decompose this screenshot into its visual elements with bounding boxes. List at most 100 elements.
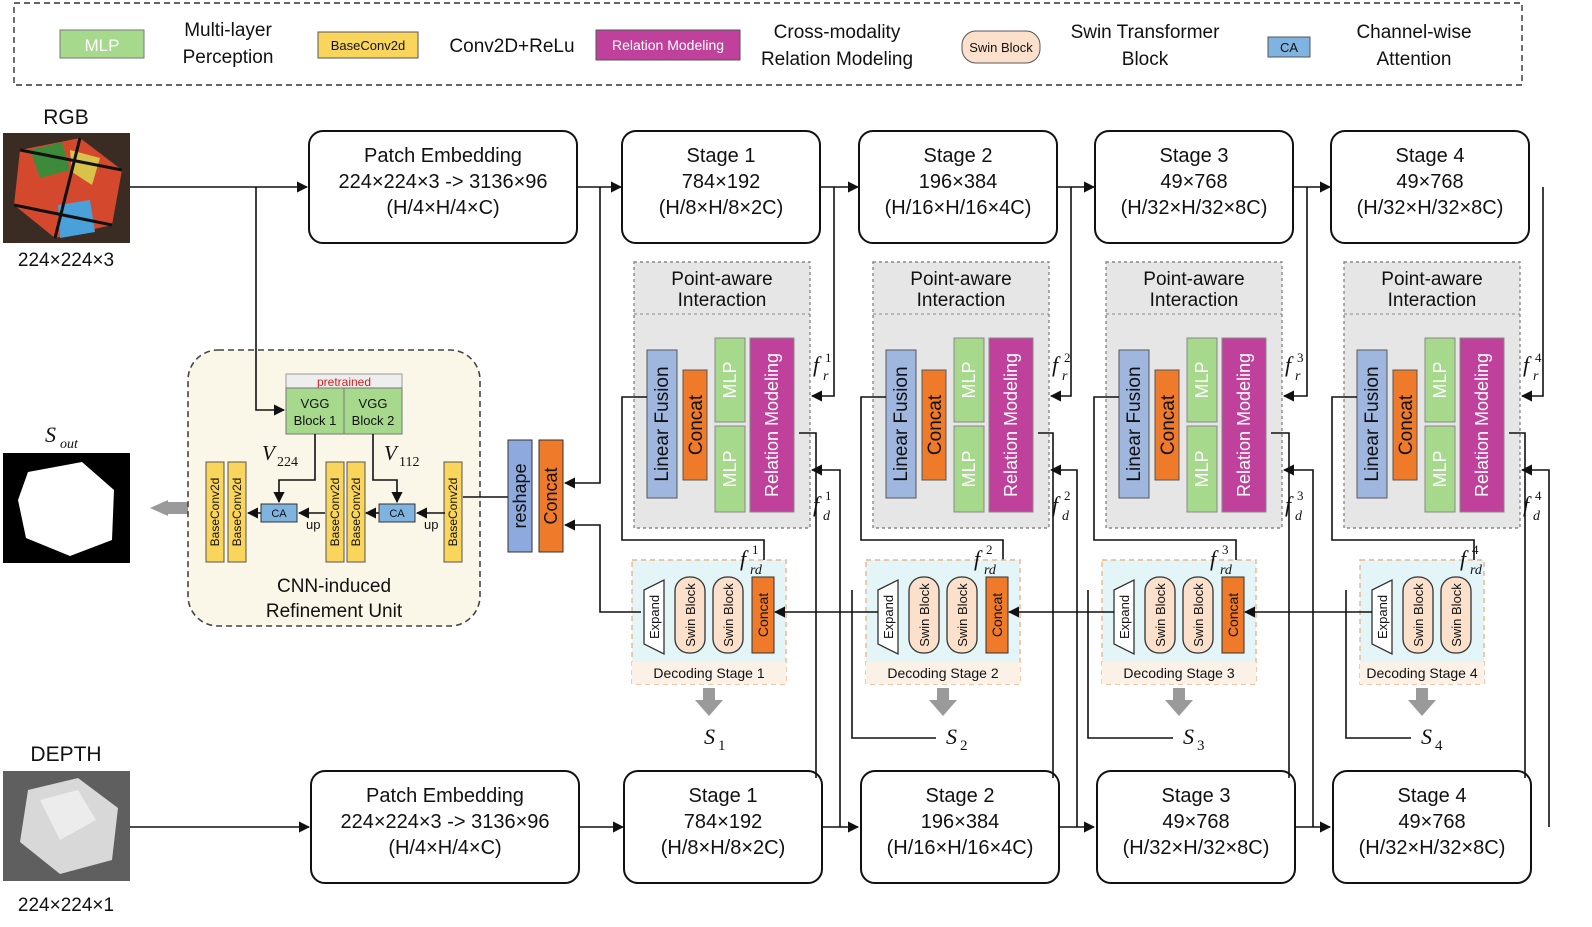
pai-title-1: Point-aware	[910, 269, 1011, 290]
legend-baseconv-desc: Conv2D+ReLu	[449, 36, 574, 57]
vgg2-line2: Block 2	[352, 413, 395, 428]
f-r-subscript: r	[1062, 369, 1068, 384]
depth-feature-wire	[1049, 464, 1078, 827]
pai-concat-block	[1154, 369, 1180, 481]
baseconv-label: BaseConv2d	[230, 478, 244, 547]
decoding-caption: Decoding Stage 4	[1366, 665, 1478, 681]
output-arrow-shaft	[1416, 688, 1428, 700]
mlp-block-2	[714, 425, 746, 513]
swin-block-2	[712, 576, 744, 654]
output-arrow-head	[1165, 700, 1193, 716]
mlp-block-2	[953, 425, 985, 513]
depth-stage-2-line-3: (H/16×H/16×4C)	[887, 837, 1034, 859]
f-r-symbol: f	[1052, 352, 1061, 377]
depth-stage-3-line-2: 49×768	[1162, 811, 1229, 833]
relation-out-wire	[1271, 432, 1290, 778]
megaminx-edges	[13, 137, 123, 239]
rgb-stage-2-line-1: Stage 2	[924, 145, 993, 167]
mlp-block-2	[1186, 425, 1218, 513]
relation-modeling-label: Relation Modeling	[1234, 353, 1254, 497]
legend-relation-desc-2: Relation Modeling	[761, 49, 913, 70]
v112-label: V	[384, 441, 399, 465]
s-wire	[1345, 590, 1411, 739]
decoding-caption: Decoding Stage 2	[887, 665, 999, 681]
legend-baseconv-key: BaseConv2d	[331, 38, 405, 53]
mlp-label-1: MLP	[720, 361, 740, 398]
up-label-1: up	[306, 517, 320, 532]
pai-concat-label: Concat	[686, 394, 707, 455]
output-arrow	[150, 500, 168, 516]
rgb-stage-4	[1330, 130, 1530, 244]
f-rd-level: 4	[1472, 542, 1479, 557]
baseconv-label: BaseConv2d	[349, 478, 363, 547]
rgb-patch-line-1: Patch Embedding	[364, 145, 522, 167]
pretrained-label: pretrained	[317, 375, 371, 389]
depth-stage-1-line-3: (H/8×H/8×2C)	[661, 837, 786, 859]
legend-ca-swatch	[1267, 36, 1311, 58]
s-symbol: S	[704, 724, 715, 749]
f-rd-symbol: f	[1460, 546, 1469, 571]
f-rd-level: 1	[752, 542, 759, 557]
decoder-to-concat	[563, 519, 641, 613]
swin-block-label: Swin Block	[955, 583, 970, 647]
f-rd-subscript: rd	[1220, 563, 1233, 578]
linear-fusion-block	[646, 349, 678, 499]
refinement-caption-1: CNN-induced	[277, 576, 391, 597]
decoding-caption-bg	[866, 662, 1020, 684]
refinement-caption-2: Refinement Unit	[266, 601, 403, 622]
f-d-subscript: d	[823, 509, 831, 524]
output-arrow-shaft	[1173, 688, 1185, 700]
mlp-label-2: MLP	[1430, 450, 1450, 487]
output-arrow-head	[1408, 700, 1436, 716]
f-d-symbol: f	[1523, 492, 1532, 517]
megaminx-green-face	[30, 142, 70, 178]
swin-block-label: Swin Block	[1191, 583, 1206, 647]
linear-fusion-block	[1356, 349, 1388, 499]
pai-title-2: Interaction	[678, 290, 767, 311]
swin-block-1	[1144, 576, 1176, 654]
f-rd-subscript: rd	[984, 563, 997, 578]
fusion-to-decoder	[1093, 396, 1242, 577]
rgb-patch-line-3: (H/4×H/4×C)	[386, 197, 499, 219]
pai-concat-label: Concat	[925, 394, 946, 455]
rgb-stage-1-line-2: 784×192	[682, 171, 760, 193]
swin-block-label: Swin Block	[721, 583, 736, 647]
depth-size: 224×224×1	[18, 895, 114, 916]
rgb-stage-4-line-1: Stage 4	[1396, 145, 1465, 167]
relation-modeling-block	[988, 337, 1034, 513]
legend-swin-key: Swin Block	[969, 40, 1033, 55]
depth-feature-wire	[1520, 464, 1550, 827]
pai-title-2: Interaction	[1150, 290, 1239, 311]
baseconv-label: BaseConv2d	[446, 478, 460, 547]
v112-subscript: 112	[399, 455, 419, 470]
relation-modeling-block	[749, 337, 795, 513]
relation-out-wire	[1038, 432, 1054, 778]
swin-block-2	[1182, 576, 1214, 654]
vgg-block-2	[343, 387, 403, 435]
legend-ca-desc-1: Channel-wise	[1356, 22, 1471, 43]
legend-relation-key: Relation Modeling	[612, 37, 724, 53]
v112-flow	[372, 434, 403, 504]
expand-block	[643, 578, 665, 656]
pai-title-2: Interaction	[1388, 290, 1477, 311]
legend-mlp-swatch	[59, 29, 145, 59]
s-subscript: 3	[1197, 738, 1205, 754]
f-d-level: 4	[1535, 488, 1542, 503]
mlp-block-1	[714, 337, 746, 423]
pai-concat-block	[921, 369, 947, 481]
expand-label: Expand	[647, 595, 662, 639]
relation-out-wire	[799, 432, 817, 778]
mlp-block-2	[1424, 425, 1456, 513]
legend-ca-key: CA	[1280, 40, 1298, 55]
expand-block	[1113, 578, 1135, 656]
